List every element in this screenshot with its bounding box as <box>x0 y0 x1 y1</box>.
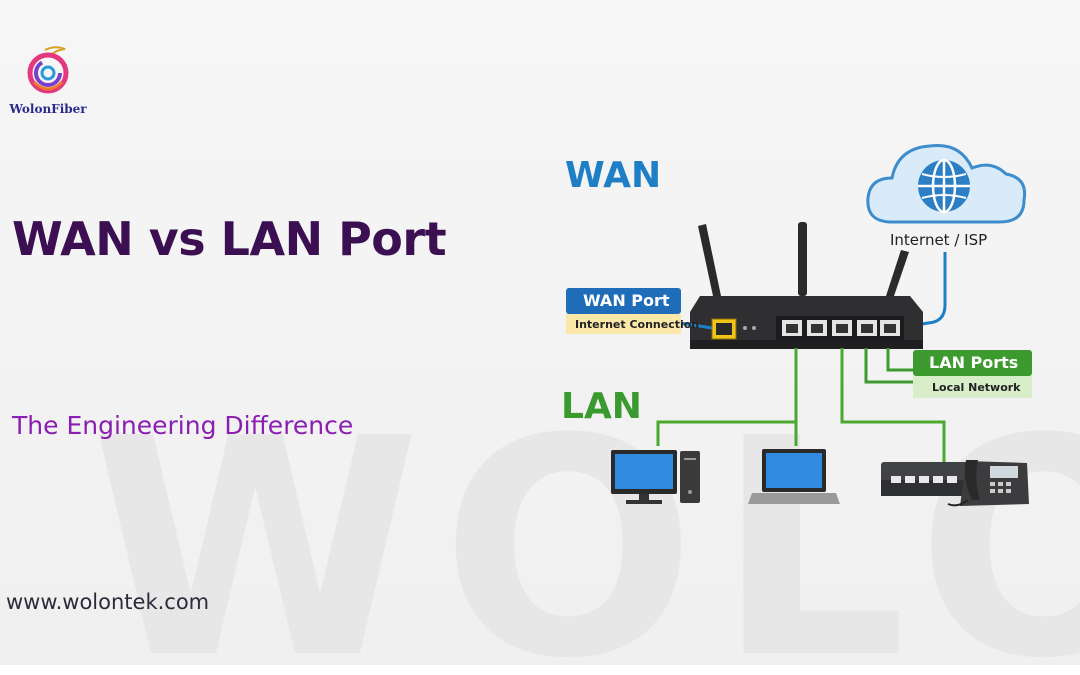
wan-label-connector <box>679 321 713 330</box>
lan-ports-sub-label: Local Network <box>932 381 1021 394</box>
wan-heading: WAN <box>565 155 661 196</box>
lan-heading: LAN <box>561 386 642 427</box>
lan-cable-phone <box>840 348 946 462</box>
lan-ports-label: LAN Ports <box>929 353 1018 372</box>
brand-logo-text: WolonFiber <box>9 102 87 116</box>
lan-ports-label-box <box>913 350 1032 376</box>
wan-port-label-box <box>566 288 681 314</box>
swirl-logo-icon <box>27 46 69 94</box>
lan-port-icon <box>782 320 900 336</box>
wan-cable <box>904 252 947 329</box>
desktop-computer-icon <box>611 450 700 504</box>
globe-icon <box>918 158 970 214</box>
lan-cable-desktop <box>656 348 798 446</box>
lan-label-connector <box>864 348 914 384</box>
brand-logo: WolonFiber <box>6 44 90 116</box>
page-title: WAN vs LAN Port <box>12 212 447 266</box>
laptop-icon <box>748 449 840 504</box>
wan-port-label: WAN Port <box>583 291 670 310</box>
cloud-label: Internet / ISP <box>890 231 987 249</box>
page-subtitle: The Engineering Difference <box>12 411 354 440</box>
website-url: www.wolontek.com <box>6 590 210 614</box>
ip-phone-icon <box>881 460 1029 507</box>
watermark-text: WOLON <box>90 375 1080 666</box>
lan-ports-sub-box <box>913 376 1032 398</box>
wan-port-sub-box <box>566 314 681 334</box>
router-antennas-icon <box>698 222 909 296</box>
wan-port-sub-label: Internet Connection <box>575 318 699 331</box>
